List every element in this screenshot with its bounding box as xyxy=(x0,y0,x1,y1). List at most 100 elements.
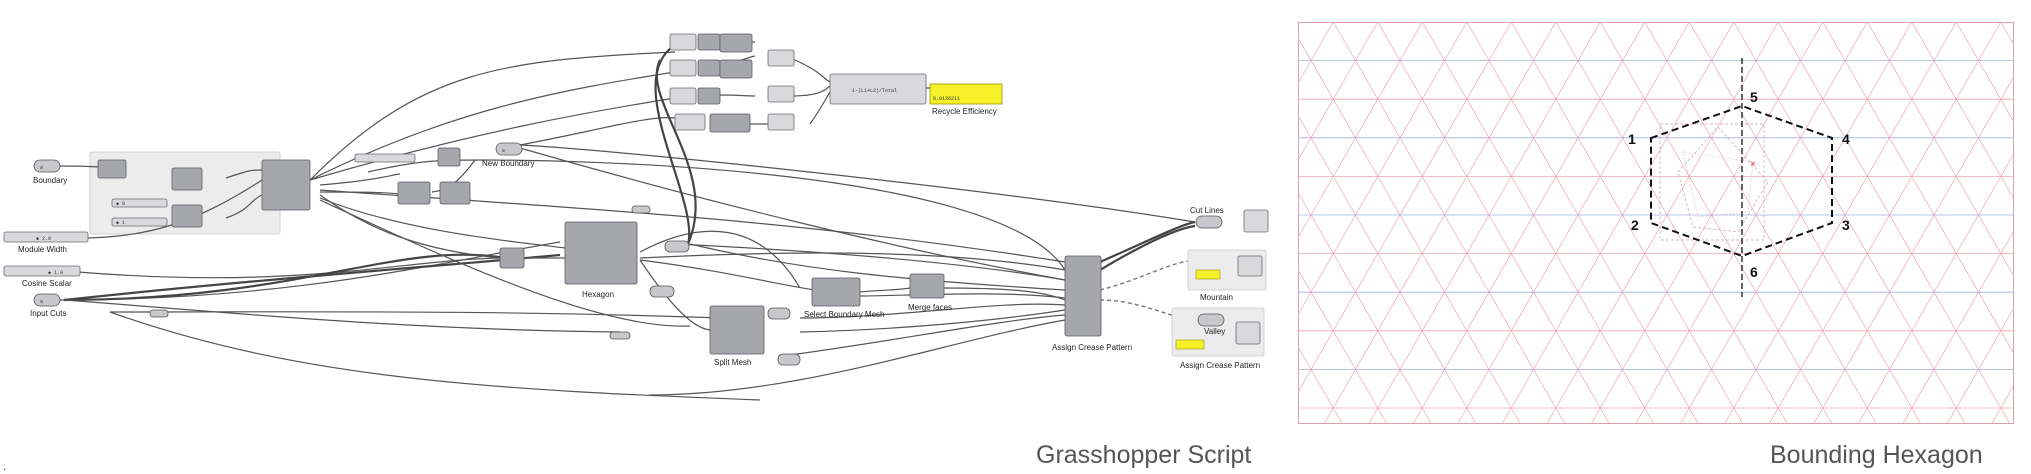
grid-line xyxy=(1857,152,2014,424)
bounding-hexagon-caption: Bounding Hexagon xyxy=(1770,441,1983,469)
grid-line xyxy=(1298,346,1343,424)
grid-line xyxy=(1466,22,1699,424)
component-box[interactable] xyxy=(97,159,127,179)
merge-faces-label: Merge faces xyxy=(908,303,952,312)
component-box[interactable] xyxy=(767,85,795,103)
cut-lines-param[interactable]: Cut Lines xyxy=(1190,206,1269,233)
component-box[interactable] xyxy=(669,33,697,51)
index-slider-2[interactable] xyxy=(111,217,168,227)
grid-line xyxy=(1590,22,1824,424)
faint-geometry xyxy=(1659,123,1769,241)
grid-line xyxy=(1510,22,1744,424)
boundary-param[interactable]: ⊘ Boundary xyxy=(33,159,67,185)
new-boundary-label: New Boundary xyxy=(482,159,534,168)
new-boundary-param[interactable]: ⊘ New Boundary xyxy=(482,142,534,168)
component-box[interactable] xyxy=(697,87,721,105)
grasshopper-script-caption: Grasshopper Script xyxy=(1036,441,1252,469)
grid-line xyxy=(1377,22,1610,424)
relay-node[interactable] xyxy=(631,205,651,214)
grid-line xyxy=(1644,22,1877,424)
split-mesh-component[interactable]: Split Mesh xyxy=(709,305,765,367)
expression-component[interactable]: 1-(L1+L2)/Total xyxy=(829,73,927,105)
preview-component[interactable] xyxy=(1243,209,1269,233)
component-box[interactable] xyxy=(697,33,721,51)
component-box[interactable] xyxy=(669,59,697,77)
mountain-swatch xyxy=(1195,269,1221,280)
grid-line xyxy=(1298,22,1423,239)
component-box[interactable] xyxy=(437,147,461,167)
boundary-label: Boundary xyxy=(33,176,67,185)
viewport-frame xyxy=(1298,22,2014,424)
recycle-efficiency-value: 0.0136211 xyxy=(933,96,960,102)
hexagon-component[interactable]: Hexagon xyxy=(564,221,638,299)
input-cuts-param[interactable]: ⊘ Input Cuts xyxy=(30,293,66,318)
index-slider-1[interactable] xyxy=(111,198,168,208)
assign-crease-pattern-output-label: Assign Crease Pattern xyxy=(1180,361,1260,370)
mountain-output[interactable]: Mountain xyxy=(1187,249,1267,302)
cosine-scalar-value: ◆ 1.0 xyxy=(48,270,63,276)
cosine-scalar-label: Cosine Scalar xyxy=(22,279,72,288)
component-box[interactable] xyxy=(171,167,203,191)
component-box[interactable] xyxy=(767,113,795,131)
component-box[interactable] xyxy=(354,153,416,163)
module-width-label: Module Width xyxy=(18,245,67,254)
grid-line xyxy=(1298,22,1468,316)
component-box[interactable] xyxy=(719,59,753,79)
grid-line xyxy=(1298,114,1477,424)
grid-line xyxy=(1457,22,1690,424)
relay-param[interactable] xyxy=(777,353,801,366)
grid-line xyxy=(1599,22,1833,424)
module-width-slider[interactable]: ◆ 2.0 Module Width xyxy=(3,231,89,254)
component-box[interactable] xyxy=(709,113,751,133)
bounding-hexagon-view: × 1 2 3 4 5 6 xyxy=(1298,22,2014,424)
input-cuts-label: Input Cuts xyxy=(30,309,66,318)
grid-line xyxy=(1724,22,1957,424)
component-box[interactable] xyxy=(767,49,795,67)
component-box[interactable] xyxy=(674,113,706,131)
grid-line xyxy=(1688,22,1922,424)
grid-line xyxy=(1866,22,2014,278)
grid-line xyxy=(1733,22,1966,424)
select-boundary-mesh-component[interactable]: Select Boundary Mesh xyxy=(804,277,885,319)
valley-output[interactable]: Valley Assign Crease Pattern xyxy=(1171,307,1265,370)
grid-line xyxy=(1902,229,2014,424)
relay-node[interactable] xyxy=(149,309,169,318)
svg-text:⊘: ⊘ xyxy=(40,165,43,171)
relay-param[interactable] xyxy=(649,285,675,298)
grid-line xyxy=(1421,22,1655,424)
grid-line xyxy=(1298,37,1521,424)
assign-crease-pattern-component[interactable]: Assign Crease Pattern xyxy=(1052,255,1132,352)
split-mesh-label: Split Mesh xyxy=(714,358,751,367)
vertex-label-4: 4 xyxy=(1842,131,1850,147)
component-box[interactable] xyxy=(397,181,431,205)
cosine-scalar-slider[interactable]: ◆ 1.0 Cosine Scalar xyxy=(3,265,81,288)
vertex-label-5: 5 xyxy=(1750,89,1758,105)
merge-faces-component[interactable]: Merge faces xyxy=(908,273,952,312)
index-2-value: ◆ 1 xyxy=(116,220,125,226)
hexagon-label: Hexagon xyxy=(582,290,614,299)
wires xyxy=(59,41,1196,401)
grid-line xyxy=(1822,22,2014,355)
relay-node[interactable] xyxy=(609,331,631,340)
cut-lines-label: Cut Lines xyxy=(1190,206,1224,215)
grid-line xyxy=(1501,22,1735,424)
relay-param[interactable] xyxy=(664,240,690,253)
grid-line xyxy=(1298,268,1388,424)
expression-text: 1-(L1+L2)/Total xyxy=(852,88,897,94)
relay-param[interactable] xyxy=(767,307,791,320)
bounding-hexagon xyxy=(1650,104,1833,258)
grid-line xyxy=(1298,22,1379,162)
module-width-value: ◆ 2.0 xyxy=(36,236,51,242)
component-box[interactable] xyxy=(439,181,471,205)
component-box[interactable] xyxy=(499,247,525,269)
recycle-efficiency-panel[interactable]: 0.0136211 Recycle Efficiency xyxy=(929,83,1003,116)
grid-line xyxy=(1368,22,1601,424)
valley-swatch xyxy=(1175,339,1205,350)
component-box[interactable] xyxy=(719,33,753,53)
component-box[interactable] xyxy=(261,159,311,211)
svg-text:⊘: ⊘ xyxy=(502,148,505,154)
svg-text:⊘: ⊘ xyxy=(40,299,43,305)
component-box[interactable] xyxy=(669,87,697,105)
component-box[interactable] xyxy=(697,59,721,77)
component-box[interactable] xyxy=(171,204,203,228)
